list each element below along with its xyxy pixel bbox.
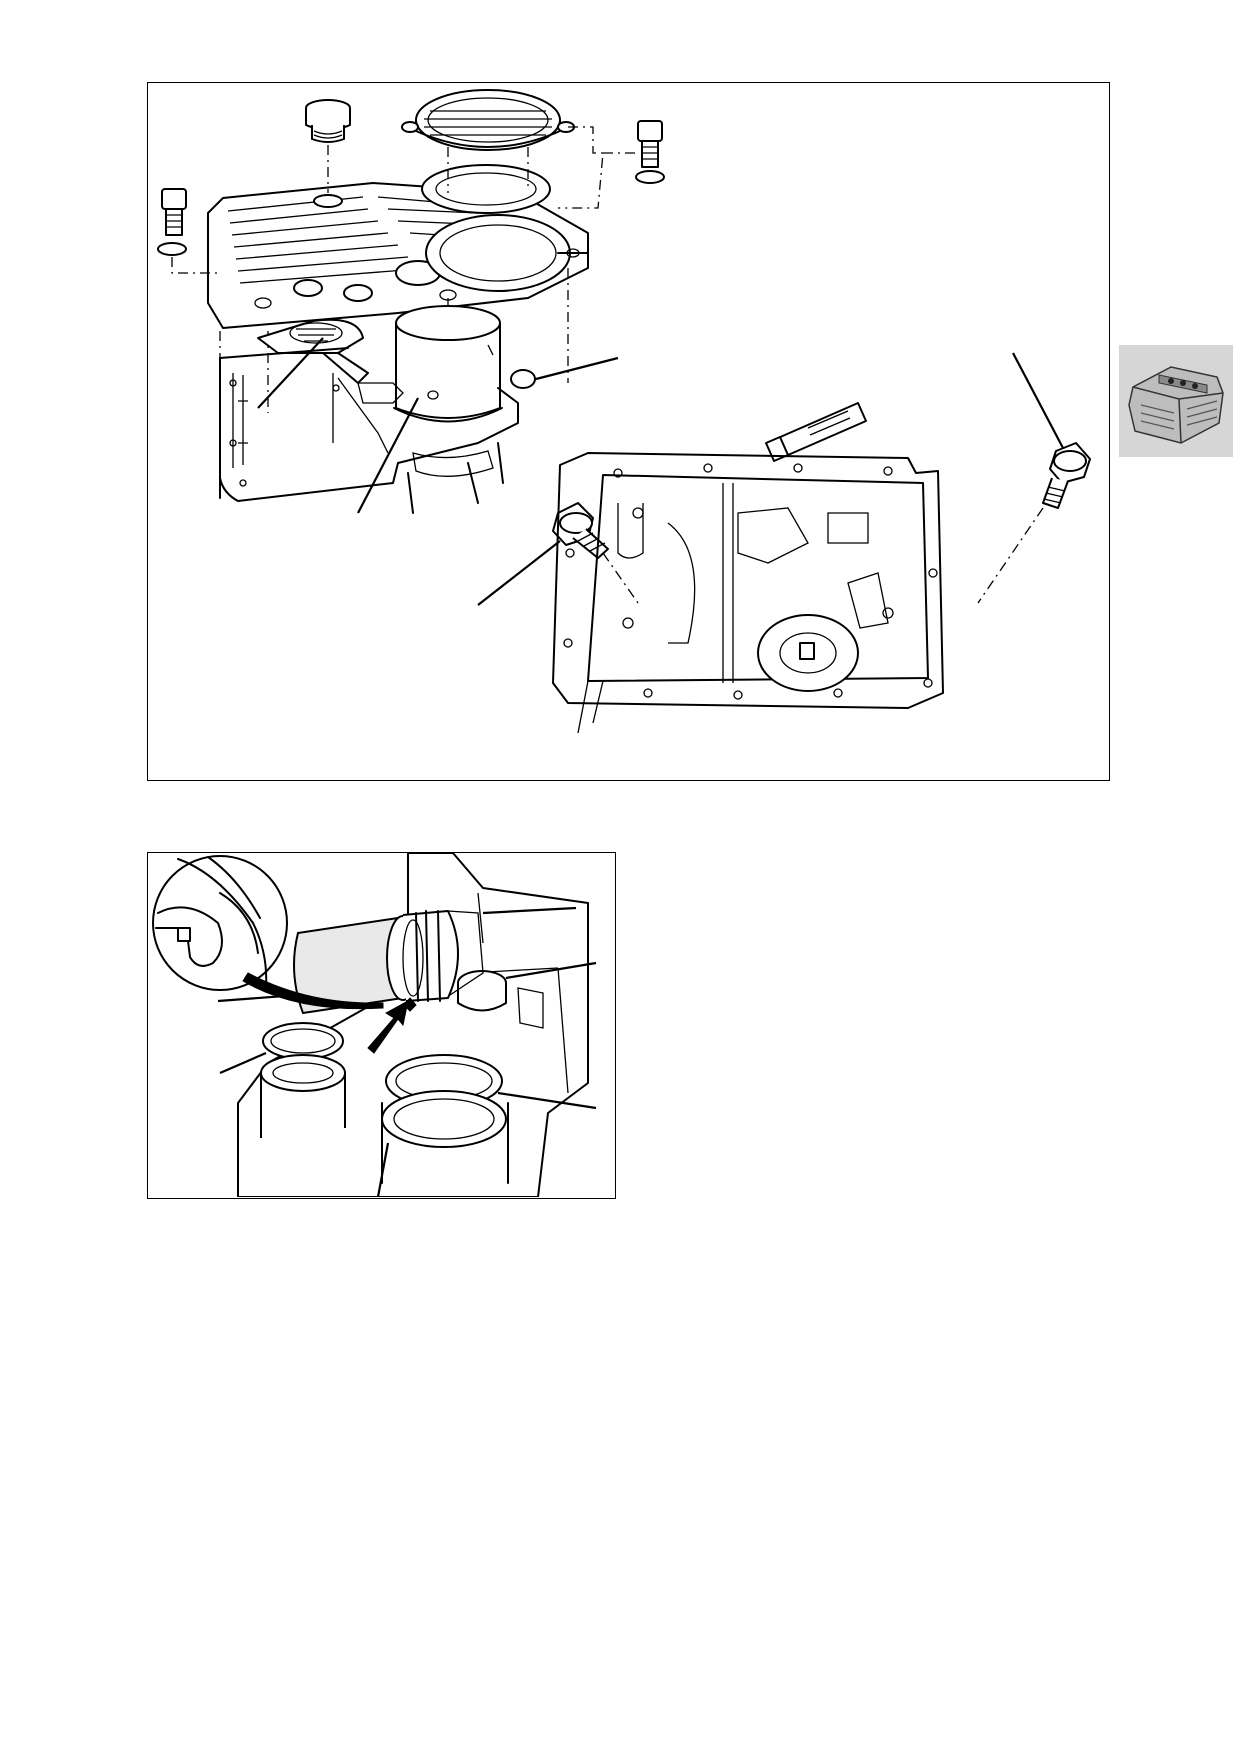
sealant-tube <box>765 402 867 462</box>
small-seal-ring <box>260 1022 346 1138</box>
leader-line-strainer <box>257 337 324 409</box>
leader-line-2 <box>505 961 597 980</box>
inset-pointer <box>242 972 384 1010</box>
o-ring <box>510 369 536 389</box>
section-tab <box>1119 345 1233 457</box>
leader-line-bolt-right <box>1012 352 1064 449</box>
leader-line-o-ring <box>535 356 619 381</box>
sump-assembly-drawing <box>157 89 1091 734</box>
shaft-sleeve <box>293 910 484 1015</box>
magnified-detail-inset <box>152 855 288 991</box>
seal-installation-drawing <box>152 853 597 1197</box>
engine-thumbnail-icon <box>1128 366 1224 444</box>
flange-bolt-left <box>552 502 609 559</box>
cap-screw-right <box>635 120 665 184</box>
leader-line-bolt-left <box>477 540 561 606</box>
leader-line-1 <box>482 906 577 915</box>
leader-line-filter <box>357 397 419 514</box>
lid-gasket <box>421 164 551 214</box>
sump-assembly-figure <box>147 82 1110 781</box>
cap-screw-left <box>157 188 187 256</box>
filter-lid <box>401 89 575 151</box>
sump-housing <box>219 347 519 514</box>
flange-bolt-right <box>1042 442 1091 509</box>
leader-line-3 <box>497 1091 597 1110</box>
seal-installation-figure <box>147 852 616 1199</box>
sump-pan <box>552 452 944 734</box>
leader-line-4 <box>217 993 299 1003</box>
install-direction-arrow <box>367 1000 409 1054</box>
oil-strainer <box>257 318 369 384</box>
filler-plug <box>305 99 351 143</box>
leader-line-5 <box>219 1051 267 1075</box>
oil-filter-cartridge <box>393 305 503 423</box>
leader-line-6 <box>376 1142 390 1197</box>
finned-upper-cover <box>207 182 589 329</box>
large-seal-ring <box>381 1054 509 1184</box>
